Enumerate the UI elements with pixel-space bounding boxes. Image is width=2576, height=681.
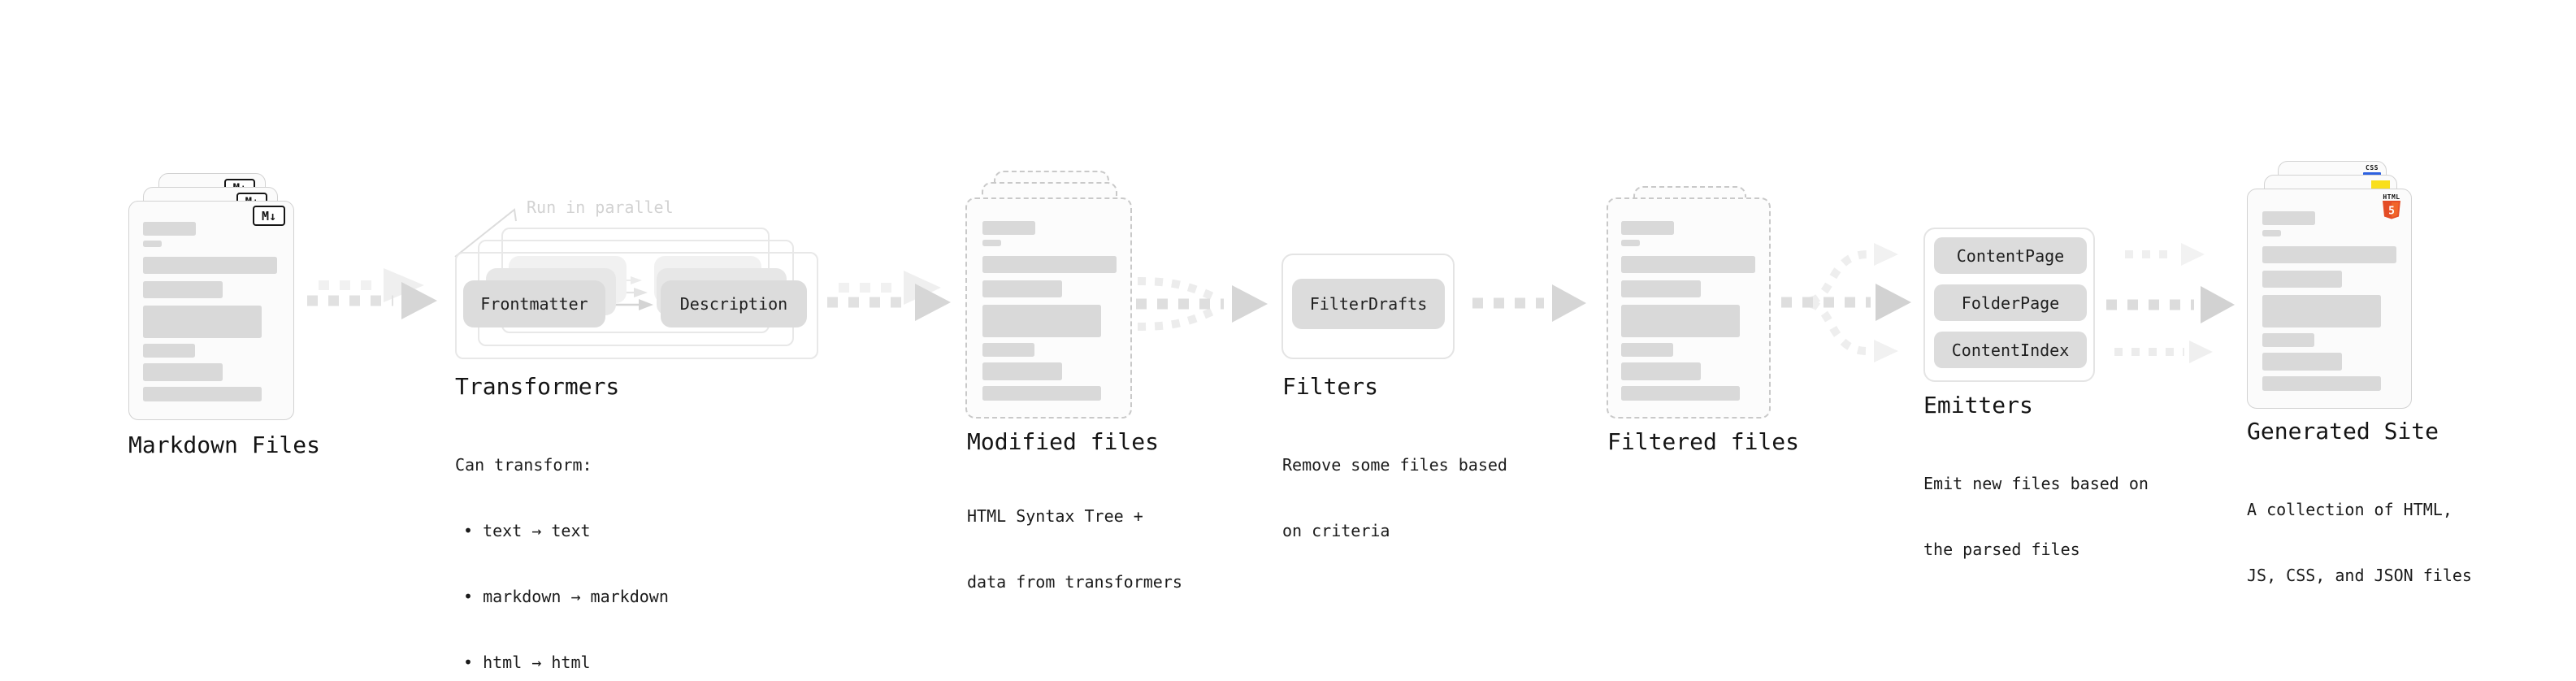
arrow-markdown-to-transformers bbox=[307, 268, 437, 319]
generated-site-description: A collection of HTML, JS, CSS, and JSON … bbox=[2247, 455, 2472, 631]
run-in-parallel-note: Run in parallel bbox=[527, 197, 674, 217]
frontmatter-pill: Frontmatter bbox=[463, 280, 605, 327]
description-line: A collection of HTML, bbox=[2247, 500, 2452, 519]
filterdrafts-pill: FilterDrafts bbox=[1292, 279, 1445, 329]
html5-icon: HTML 5 bbox=[2382, 193, 2401, 224]
filtered-files-title: Filtered files bbox=[1607, 428, 1800, 455]
generated-site-title: Generated Site bbox=[2247, 418, 2439, 445]
css-badge-label: CSS bbox=[2366, 164, 2379, 171]
svg-text:5: 5 bbox=[2388, 206, 2395, 218]
markdown-files-title: Markdown Files bbox=[128, 432, 321, 458]
modified-files-title: Modified files bbox=[967, 428, 1160, 455]
description-line: Emit new files based on bbox=[1923, 474, 2149, 493]
description-line: • text → text bbox=[463, 521, 591, 540]
description-line: the parsed files bbox=[1923, 540, 2080, 559]
arrow-transformers-to-modified bbox=[827, 271, 951, 321]
description-line: data from transformers bbox=[967, 572, 1182, 592]
filtered-file-card-front bbox=[1607, 197, 1771, 419]
description-line: • html → html bbox=[463, 653, 591, 672]
css-badge-bar bbox=[2363, 172, 2381, 176]
description-pill: Description bbox=[661, 280, 807, 327]
emitters-title: Emitters bbox=[1923, 392, 2033, 419]
css-icon: CSS bbox=[2363, 165, 2381, 176]
js-icon bbox=[2371, 180, 2390, 189]
description-line: Can transform: bbox=[455, 455, 592, 475]
file-content-placeholder bbox=[2248, 189, 2411, 413]
transformer-box-front bbox=[455, 252, 818, 359]
arrow-modified-to-filters-merge bbox=[1136, 277, 1268, 331]
modified-files-description: HTML Syntax Tree + data from transformer… bbox=[967, 462, 1182, 637]
description-line: on criteria bbox=[1282, 521, 1390, 540]
description-line: HTML Syntax Tree + bbox=[967, 506, 1143, 526]
html5-badge-label: HTML bbox=[2383, 193, 2400, 201]
markdown-file-card-front: M↓ bbox=[128, 201, 294, 420]
file-content-placeholder bbox=[129, 202, 293, 422]
generated-file-card-front: HTML 5 bbox=[2247, 189, 2412, 409]
filters-description: Remove some files based on criteria bbox=[1282, 410, 1507, 586]
transformers-description: Can transform: • text → text • markdown … bbox=[455, 410, 669, 681]
arrow-filters-to-filtered bbox=[1472, 284, 1586, 322]
filters-title: Filters bbox=[1282, 373, 1379, 400]
file-content-placeholder bbox=[967, 199, 1130, 423]
markdown-icon: M↓ bbox=[253, 206, 285, 226]
contentpage-pill: ContentPage bbox=[1934, 237, 2087, 274]
folderpage-pill: FolderPage bbox=[1934, 284, 2087, 321]
description-line: • markdown → markdown bbox=[463, 587, 669, 606]
description-line: Remove some files based bbox=[1282, 455, 1507, 475]
description-line: JS, CSS, and JSON files bbox=[2247, 566, 2472, 585]
modified-file-card-front bbox=[965, 197, 1132, 419]
file-content-placeholder bbox=[1608, 199, 1769, 423]
html5-shield: 5 bbox=[2383, 201, 2400, 219]
arrows-emitters-to-generated bbox=[2106, 243, 2235, 363]
emitters-description: Emit new files based on the parsed files bbox=[1923, 429, 2149, 605]
transformers-title: Transformers bbox=[455, 373, 620, 400]
contentindex-pill: ContentIndex bbox=[1934, 332, 2087, 368]
arrow-filtered-to-emitters-fanout bbox=[1781, 243, 1911, 362]
